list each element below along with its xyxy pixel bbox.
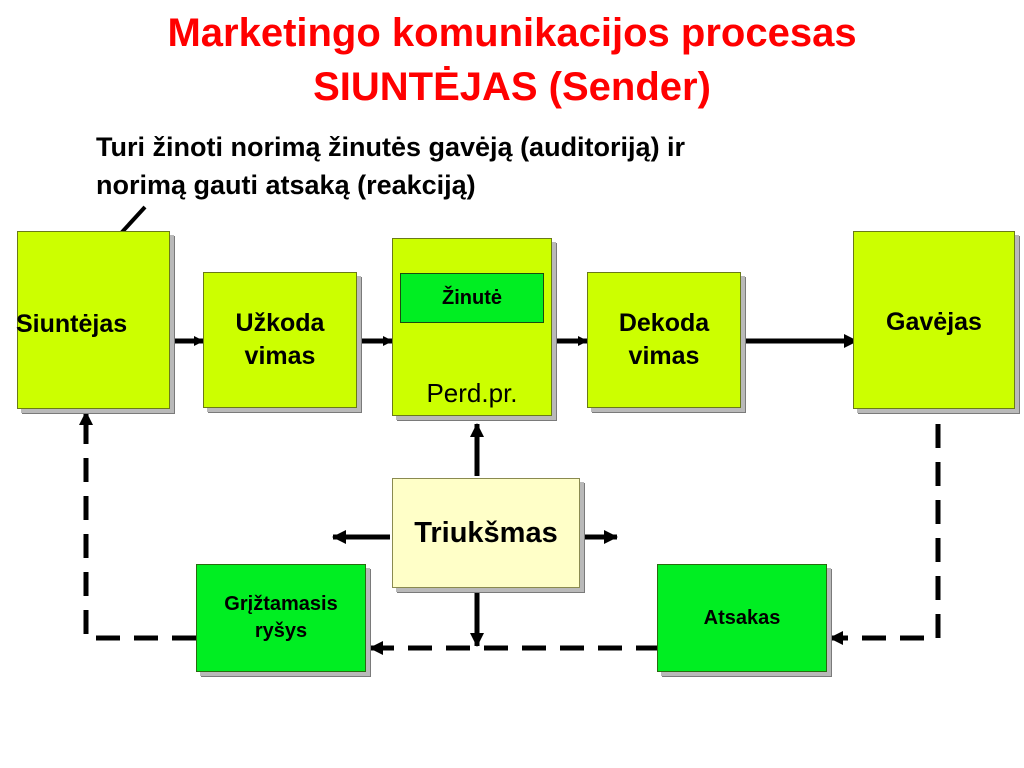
feedback-label-line1: Grįžtamasis xyxy=(224,593,338,615)
encoding-label-line2: vimas xyxy=(244,342,316,370)
noise-box: Triukšmas xyxy=(392,478,580,588)
feedback-box: Grįžtamasis ryšys xyxy=(196,564,366,672)
channel-box: Perd.pr. xyxy=(392,238,552,416)
feedback-label-line2: ryšys xyxy=(254,620,308,642)
receiver-label: Gavėjas xyxy=(886,308,982,336)
sender-note-line2: norimą gauti atsaką (reakciją) xyxy=(96,170,476,200)
sender-note: Turi žinoti norimą žinutės gavėją (audit… xyxy=(96,128,996,204)
decoding-box: Dekoda vimas xyxy=(587,272,741,408)
slide-title-line1: Marketingo komunikacijos procesas xyxy=(167,11,857,55)
encoding-label-line1: Užkoda xyxy=(235,309,325,337)
decoding-label-line1: Dekoda xyxy=(618,309,710,337)
response-box: Atsakas xyxy=(657,564,827,672)
sender-box: Siuntėjas xyxy=(16,231,170,409)
dashed-feedback-to-sender xyxy=(83,428,196,641)
response-label: Atsakas xyxy=(703,606,781,629)
noise-label: Triukšmas xyxy=(414,516,558,549)
sender-note-line1: Turi žinoti norimą žinutės gavėją (audit… xyxy=(96,132,686,162)
channel-label: Perd.pr. xyxy=(426,378,518,408)
dashed-receiver-to-response xyxy=(842,424,941,641)
message-label: Žinutė xyxy=(442,286,502,309)
sender-label: Siuntėjas xyxy=(16,310,128,338)
message-box: Žinutė xyxy=(400,273,544,323)
decoding-label-line2: vimas xyxy=(628,342,700,370)
receiver-box: Gavėjas xyxy=(853,231,1015,409)
encoding-box: Užkoda vimas xyxy=(203,272,357,408)
slide-title-line2: SIUNTĖJAS (Sender) xyxy=(313,65,711,109)
